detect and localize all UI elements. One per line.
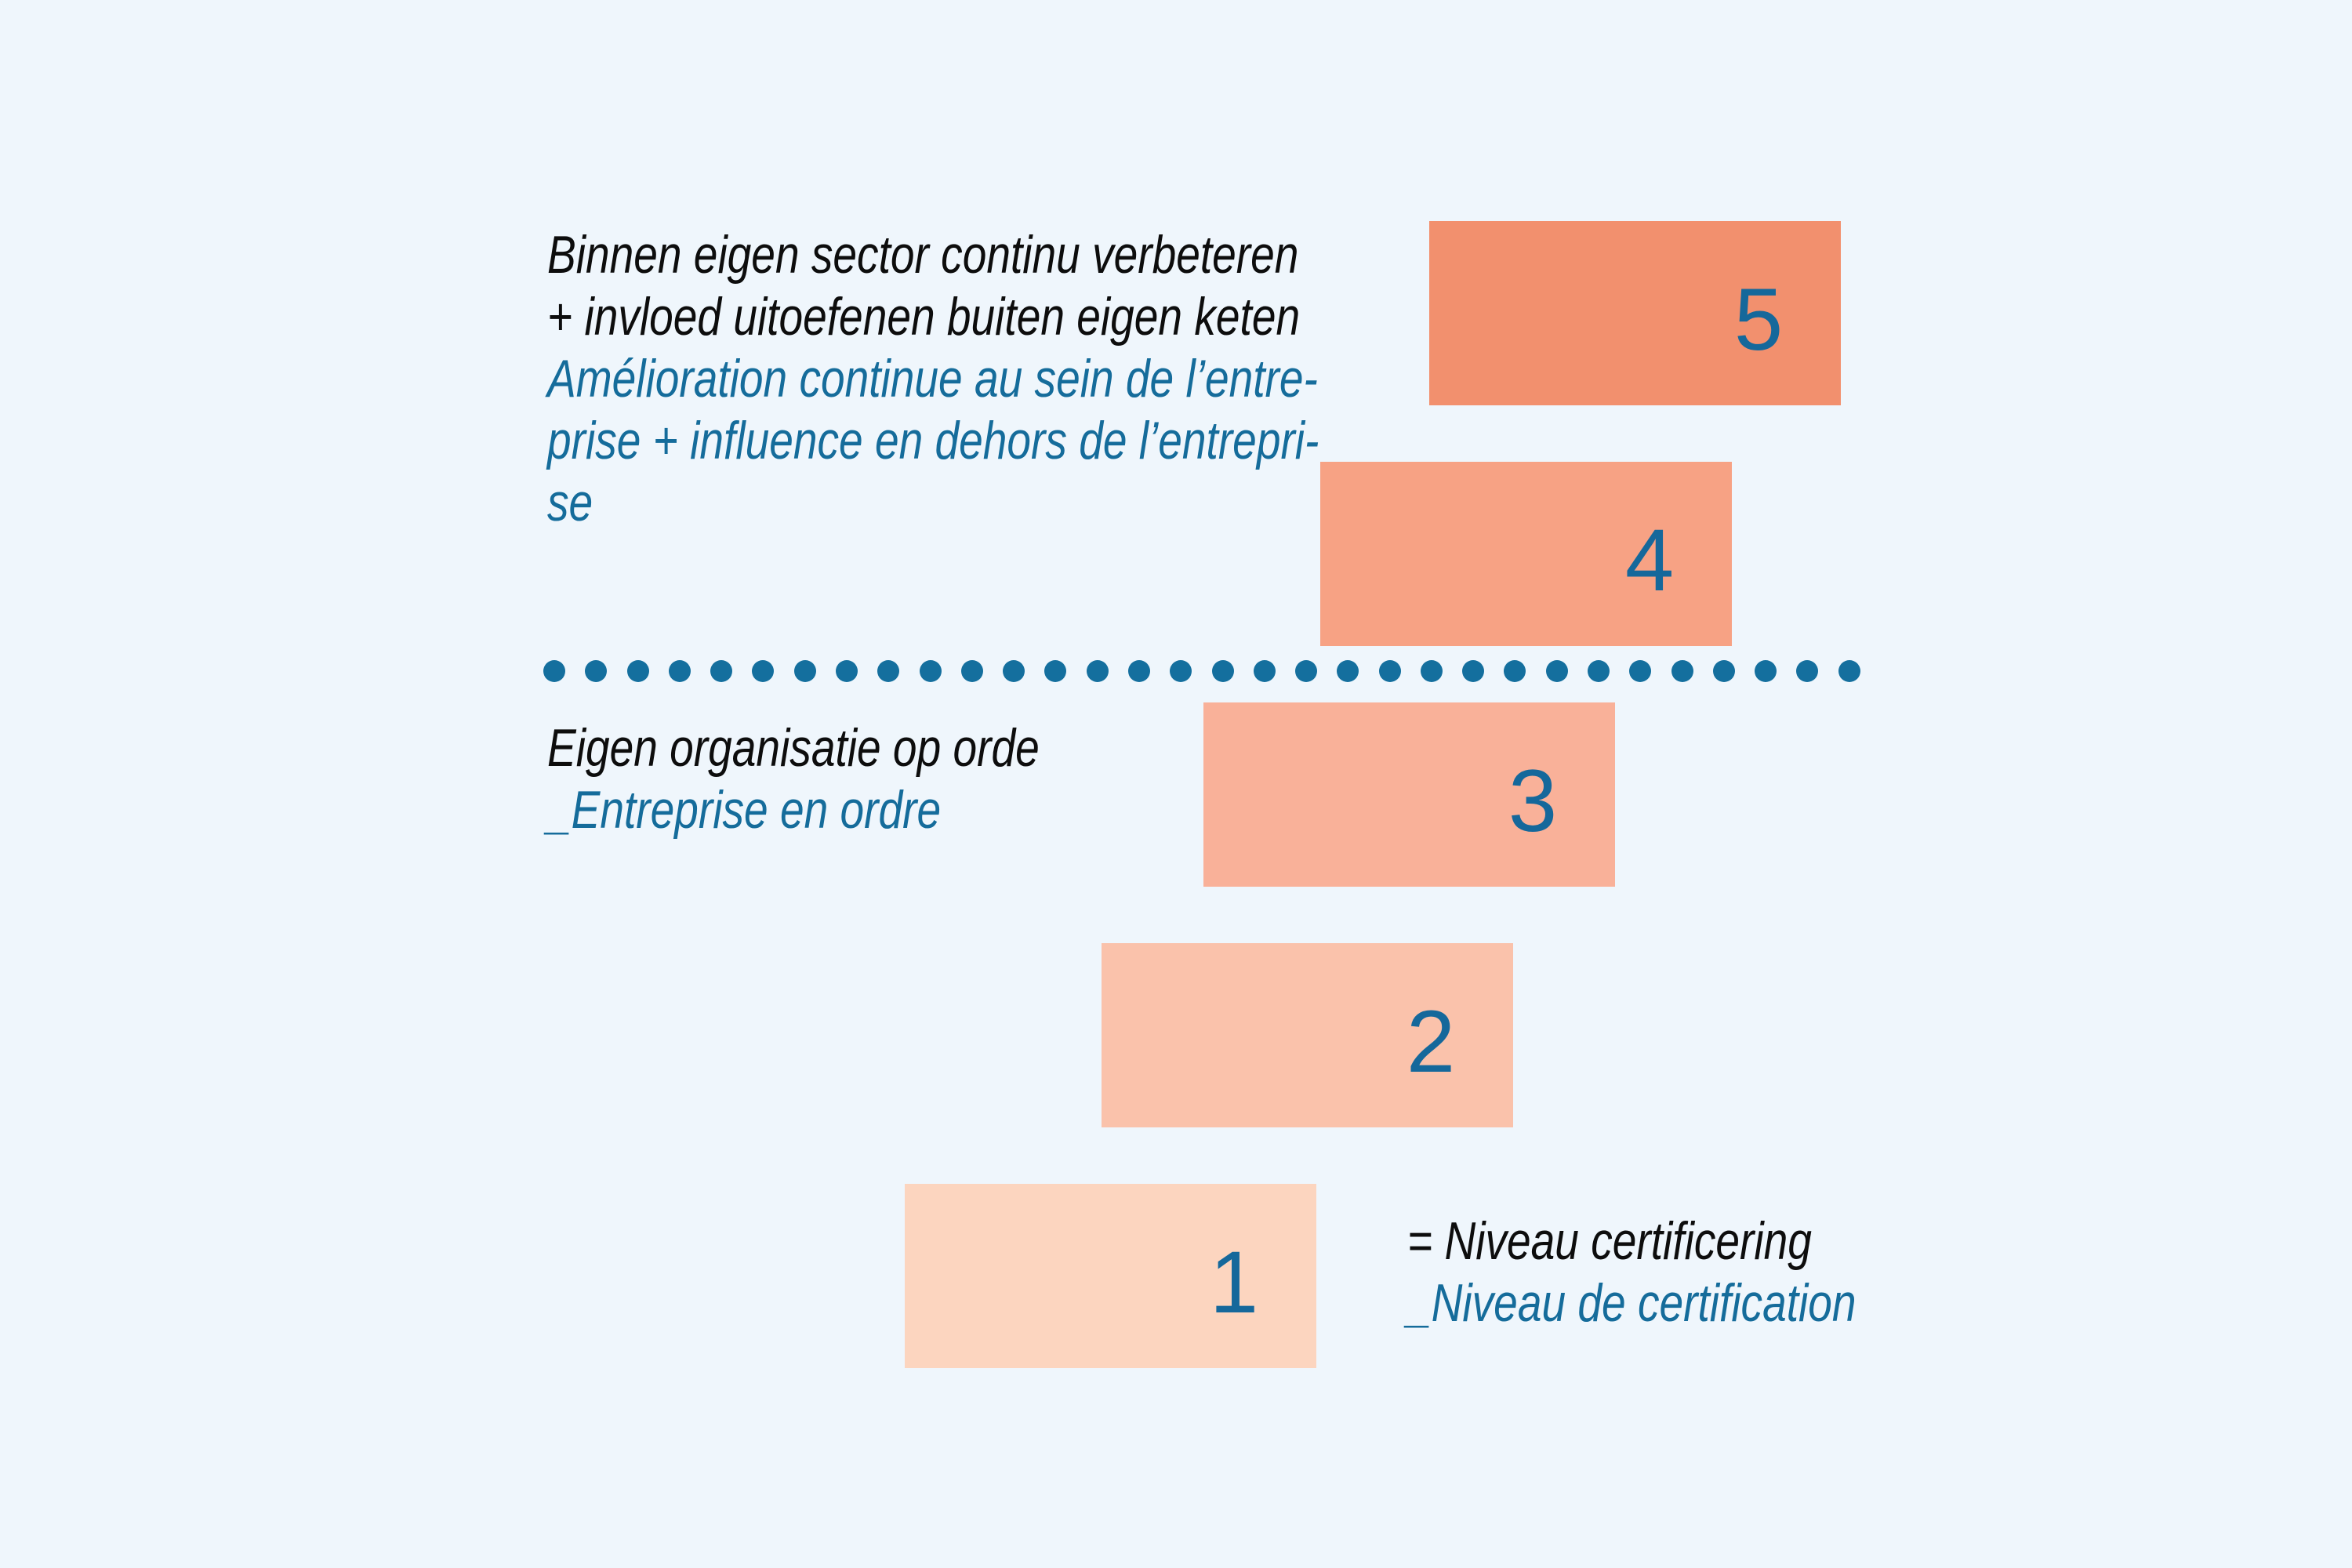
dotted-divider: [543, 660, 1860, 682]
step-number-3: 3: [1508, 751, 1558, 850]
divider-dot: [1504, 660, 1526, 682]
label-legend: = Niveau certificering_Niveau de certifi…: [1407, 1210, 1857, 1334]
divider-dot: [626, 660, 649, 682]
divider-dot: [1044, 660, 1067, 682]
label-legend-line: _Niveau de certification: [1407, 1273, 1857, 1333]
label-upper: Binnen eigen sector continu verbeteren+ …: [547, 224, 1319, 534]
label-middle-line: _Entreprise en ordre: [547, 780, 942, 840]
divider-dot: [1003, 660, 1025, 682]
step-number-1: 1: [1209, 1232, 1259, 1331]
divider-dot: [960, 660, 983, 682]
divider-dot: [1211, 660, 1234, 682]
label-upper-line: + invloed uitoefenen buiten eigen keten: [547, 287, 1301, 347]
divider-dot: [1545, 660, 1568, 682]
divider-dot: [1295, 660, 1318, 682]
divider-dot: [752, 660, 775, 682]
divider-dot: [1796, 660, 1819, 682]
label-upper-line: Amélioration continue au sein de l’entre…: [547, 349, 1318, 408]
ladder-step-4: 4: [1320, 462, 1732, 646]
divider-dot: [710, 660, 733, 682]
divider-dot: [1170, 660, 1192, 682]
divider-dot: [1588, 660, 1610, 682]
divider-dot: [1712, 660, 1735, 682]
divider-dot: [543, 660, 565, 682]
divider-dot: [1378, 660, 1401, 682]
label-middle-line: Eigen organisatie op orde: [547, 718, 1040, 778]
divider-dot: [919, 660, 942, 682]
divider-dot: [793, 660, 816, 682]
ladder-step-5: 5: [1429, 221, 1841, 405]
divider-dot: [1755, 660, 1777, 682]
ladder-step-2: 2: [1102, 943, 1513, 1127]
label-legend-line: = Niveau certificering: [1407, 1211, 1812, 1271]
label-upper-line: prise + influence en dehors de l’entrepr…: [547, 411, 1319, 470]
divider-dot: [1127, 660, 1150, 682]
divider-dot: [835, 660, 858, 682]
ladder-step-3: 3: [1203, 702, 1615, 887]
label-upper-line: Binnen eigen sector continu verbeteren: [547, 225, 1299, 285]
divider-dot: [1629, 660, 1652, 682]
step-number-4: 4: [1624, 510, 1675, 609]
divider-dot: [668, 660, 691, 682]
divider-dot: [1671, 660, 1693, 682]
divider-dot: [1337, 660, 1359, 682]
divider-dot: [877, 660, 900, 682]
label-upper-line: se: [547, 473, 593, 532]
ladder-step-1: 1: [905, 1184, 1316, 1368]
divider-dot: [1462, 660, 1485, 682]
step-number-5: 5: [1733, 270, 1784, 368]
divider-dot: [1838, 660, 1860, 682]
divider-dot: [1253, 660, 1276, 682]
divider-dot: [585, 660, 608, 682]
label-middle: Eigen organisatie op orde_Entreprise en …: [547, 717, 1040, 841]
divider-dot: [1086, 660, 1109, 682]
step-number-2: 2: [1406, 992, 1456, 1091]
divider-dot: [1420, 660, 1443, 682]
